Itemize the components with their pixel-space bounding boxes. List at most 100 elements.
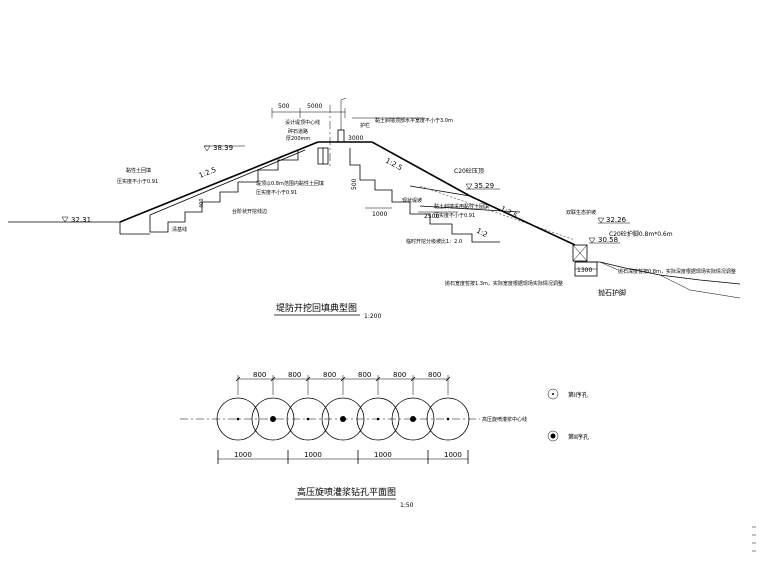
spacing-top-6: 800 [428, 371, 441, 379]
legend-label-2: 第Ⅱ序孔 [568, 433, 589, 441]
elev-marker-5 [588, 237, 596, 244]
section-dimensions: 500 5000 3000 400 500 1000 2500 1300 [199, 103, 592, 274]
elev-38-39: 38.39 [213, 144, 233, 152]
hole-outline-2 [251, 397, 295, 441]
slope-right-top: 1:2.5 [384, 157, 404, 172]
elev-marker-2 [465, 183, 473, 190]
leader-toe-right [599, 261, 619, 271]
label-clay-fill: 黏土斜墙采用黏性土回填 [434, 203, 489, 210]
hole-type1-center-3 [306, 417, 310, 421]
spacing-top-1: 800 [253, 371, 266, 379]
label-step-excavation: 台阶状开挖线边 [232, 208, 267, 215]
dim-1000-text: 1000 [372, 211, 387, 218]
spacing-top-4: 800 [358, 371, 371, 379]
ground-line-lower [659, 274, 741, 299]
eco-slope-dotted [419, 185, 576, 241]
label-riprap-left: 抛石宽度暂按1.3m，实际宽度根据现场实际情况调整 [445, 280, 563, 287]
dim-1300-text: 1300 [577, 267, 592, 274]
hole-outline-6 [391, 397, 435, 441]
drill-holes [216, 397, 470, 441]
hole-type1-center-1 [236, 417, 240, 421]
dim-2500-text: 2500 [424, 213, 439, 220]
label-riprap: 抛石护脚 [598, 288, 626, 297]
label-thick200: 厚200mm [286, 136, 310, 142]
right-slope-upper [371, 141, 471, 197]
spacing-top-2: 800 [288, 371, 301, 379]
left-slope-inner [149, 149, 306, 216]
dim-500v-text: 500 [351, 178, 358, 190]
spacing-top-5: 800 [393, 371, 406, 379]
dim-500-text: 500 [278, 103, 290, 110]
plan-view: 高压旋喷灌浆中心线 800 800 800 800 800 800 1000 1… [180, 371, 589, 509]
elev-marker-4 [597, 217, 605, 224]
plan-legend: 第Ⅰ序孔 第Ⅱ序孔 [547, 388, 589, 442]
spacing-top-3: 800 [323, 371, 336, 379]
embankment-section [8, 97, 741, 299]
centerline-label: 高压旋喷灌浆中心线 [482, 416, 527, 423]
legend-label-1: 第Ⅰ序孔 [568, 391, 588, 399]
slope-right-low: 1:2 [475, 227, 489, 239]
elev-30-58: 30.58 [598, 236, 618, 244]
label-compaction-mid: 压实度不小于0.91 [256, 189, 297, 196]
hole-outline-3 [286, 397, 330, 441]
label-slope-ratio: 临时开挖分级坡比1：2.0 [406, 238, 462, 245]
legend-open-circle [547, 388, 559, 400]
top-dim-ticks [235, 375, 451, 395]
edge-marks [752, 526, 756, 552]
label-guardrail: 护栏 [360, 122, 370, 129]
label-original-slope: 现状堤坡 [402, 197, 422, 204]
hole-type1-center-7 [446, 417, 450, 421]
elev-marker-3 [61, 216, 69, 223]
bottom-dim-ticks [217, 450, 469, 464]
section-title-block: 堤防开挖回填典型图 1:200 [274, 302, 381, 320]
legend-filled-circle [547, 430, 559, 442]
label-toe-right: 抛石深度暂按0.8m，实际深度根据现场实际情况调整 [618, 268, 736, 275]
spacing-bottom-2: 1000 [304, 451, 322, 459]
lamp-arm [340, 97, 347, 101]
label-compaction-right: 压实度不小于0.91 [434, 212, 475, 219]
guardrail-post [337, 129, 345, 143]
elev-32-31: 32.31 [71, 216, 91, 224]
inner-fill-line [419, 205, 521, 213]
hole-outline-5 [356, 397, 400, 441]
section-title: 堤防开挖回填典型图 [276, 302, 357, 314]
dim-5000-text: 5000 [307, 103, 322, 110]
spacing-bottom-3: 1000 [374, 451, 392, 459]
right-step-excavation [349, 148, 500, 243]
label-clear-base: 清基线 [172, 226, 187, 233]
hole-outline-7 [426, 397, 470, 441]
label-c20-toe: C20砼护脚0.8m*0.6m [609, 230, 673, 238]
section-scale: 1:200 [364, 313, 381, 320]
dim-3000-text: 3000 [348, 135, 363, 142]
slope-left: 1:2.5 [198, 166, 218, 180]
label-anti-seepage: 堤顶以0.8m范围内黏性土回填 [256, 180, 324, 187]
slope-right-mid: 1:2.5 [499, 205, 519, 220]
label-gravel-road: 碎石道路 [288, 128, 308, 135]
spacing-bottom-4: 1000 [444, 451, 462, 459]
dim-400-text: 400 [199, 198, 205, 208]
clay-band-top [409, 185, 471, 197]
toe-hatch-2 [572, 244, 588, 262]
right-slope-lower [469, 195, 576, 246]
hole-type2-center-2 [270, 416, 276, 422]
elev-marker-1 [203, 145, 211, 152]
elev-32-26: 32.26 [606, 216, 627, 224]
label-design-axis: 设计堤顶中心线 [285, 119, 320, 126]
elevation-marks: 38.39 35.29 32.31 32.26 30.58 [61, 144, 630, 244]
hole-type2-center-4 [340, 416, 346, 422]
legend-open-center [552, 393, 554, 395]
hole-outline-4 [321, 397, 365, 441]
top-dim-labels: 800 800 800 800 800 800 [253, 371, 441, 379]
label-c20-top: C20砼压顶 [454, 167, 484, 175]
left-slope-outer [119, 141, 319, 223]
label-top-note: 黏土斜墙顶部水平宽度不小于3.0m [375, 117, 453, 124]
left-step-excavation [149, 150, 299, 233]
section-annotations: 设计堤顶中心线 碎石道路 厚200mm 护栏 黏土斜墙顶部水平宽度不小于3.0m… [117, 117, 736, 297]
concrete-toe [572, 244, 588, 262]
label-eco-slope: 双联生态护坡 [566, 209, 596, 216]
hole-type1-center-5 [376, 417, 380, 421]
plan-title: 高压旋喷灌浆钻孔平面图 [297, 486, 396, 498]
hole-type2-center-6 [410, 416, 416, 422]
legend-filled-center [550, 433, 556, 439]
